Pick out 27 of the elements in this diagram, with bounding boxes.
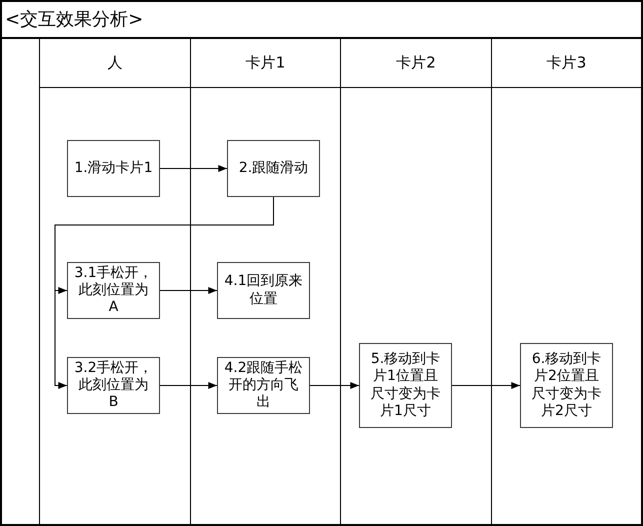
step-label: 5.移动到卡片1位置且尺寸变为卡片1尺寸 — [370, 351, 442, 420]
process-box — [67, 357, 160, 414]
arrow — [310, 382, 360, 389]
lane-header: 卡片1 — [246, 54, 286, 72]
lane-header: 人 — [108, 54, 122, 72]
step-label: 4.1回到原来位置 — [224, 273, 303, 308]
step-label: 4.2跟随手松开的方向飞出 — [224, 360, 303, 412]
arrow — [160, 165, 228, 172]
step-label: 2.跟随滑动 — [238, 160, 308, 178]
step-label: 3.1手松开，此刻位置为A — [74, 264, 153, 316]
step-label: 3.2手松开，此刻位置为B — [74, 360, 153, 412]
process-box — [359, 343, 452, 428]
process-box — [67, 262, 160, 319]
process-box — [520, 343, 613, 428]
step-label: 1.滑动卡片1 — [74, 160, 153, 178]
arrow — [452, 382, 520, 389]
pool-title: <交互效果分析> — [5, 8, 144, 31]
lane-header: 卡片3 — [546, 54, 586, 72]
process-box — [217, 357, 310, 414]
arrow — [160, 287, 218, 294]
step-label: 6.移动到卡片2位置且尺寸变为卡片2尺寸 — [530, 351, 602, 420]
process-box — [67, 140, 160, 197]
swimlane — [39, 39, 191, 526]
arrow — [160, 382, 218, 389]
process-box — [227, 140, 320, 197]
lane-header: 卡片2 — [396, 54, 436, 72]
process-box — [217, 262, 310, 319]
